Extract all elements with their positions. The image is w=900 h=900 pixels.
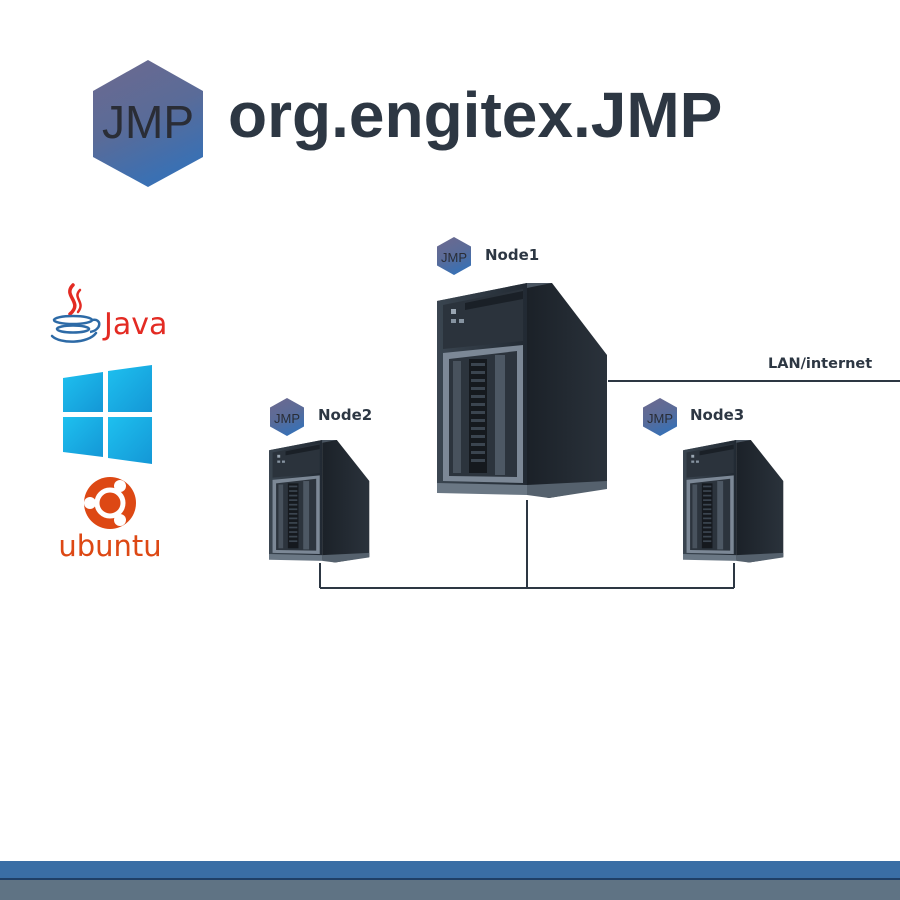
network-lines [319,380,900,589]
page-title: org.engitex.JMP [228,79,723,151]
node1-label: Node1 [485,246,540,264]
node3-label: Node3 [690,406,745,424]
svg-text:JMP: JMP [441,250,467,265]
logo-text: JMP [102,96,194,148]
node3-badge: JMP [643,398,677,436]
ubuntu-label: ubuntu [58,529,161,563]
server-node1 [437,283,607,498]
java-logo: Java [50,283,167,343]
footer-band-blue [0,861,900,878]
windows-logo [63,365,152,464]
footer-band-divider [0,878,900,880]
node2-label: Node2 [318,406,373,424]
svg-text:JMP: JMP [274,411,300,426]
server-node2 [269,440,370,563]
svg-text:JMP: JMP [647,411,673,426]
node2-badge: JMP [270,398,304,436]
node1-badge: JMP [437,237,471,275]
jmp-logo: JMP [93,60,203,187]
footer-band-gray [0,880,900,900]
java-label: Java [102,307,167,342]
lan-label: LAN/internet [768,356,873,372]
server-node3 [683,440,784,563]
ubuntu-logo: ubuntu [58,477,162,563]
